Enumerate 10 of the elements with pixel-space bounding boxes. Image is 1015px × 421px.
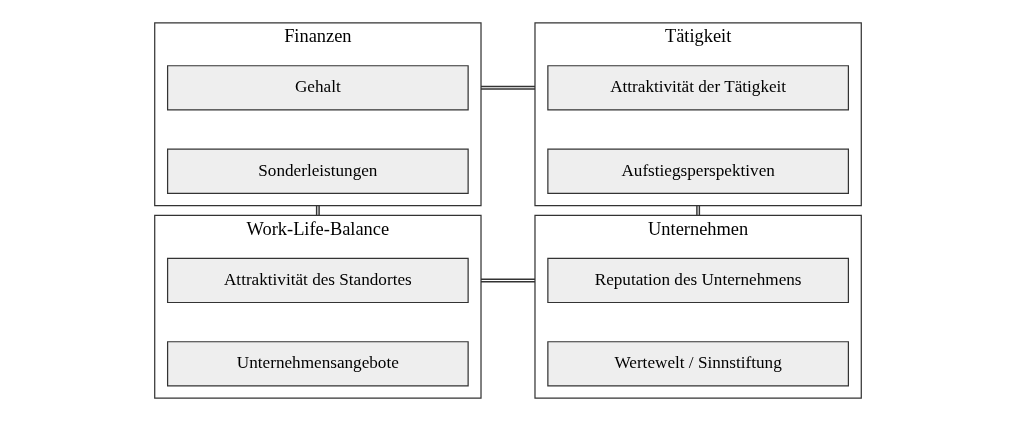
connector <box>479 278 536 283</box>
node-box: Reputation des Unternehmens <box>546 257 849 304</box>
node-box: Attraktivität der Tätigkeit <box>546 65 849 111</box>
node-box: Aufstiegsperspektiven <box>546 148 849 194</box>
node-box: Sonderleistungen <box>166 148 469 194</box>
node-box: Attraktivität des Standortes <box>166 257 469 304</box>
node-box: Unternehmensangebote <box>166 341 469 387</box>
node-box: Wertewelt / Sinnstiftung <box>546 341 849 387</box>
connector <box>479 85 536 90</box>
node-box: Gehalt <box>166 65 469 111</box>
